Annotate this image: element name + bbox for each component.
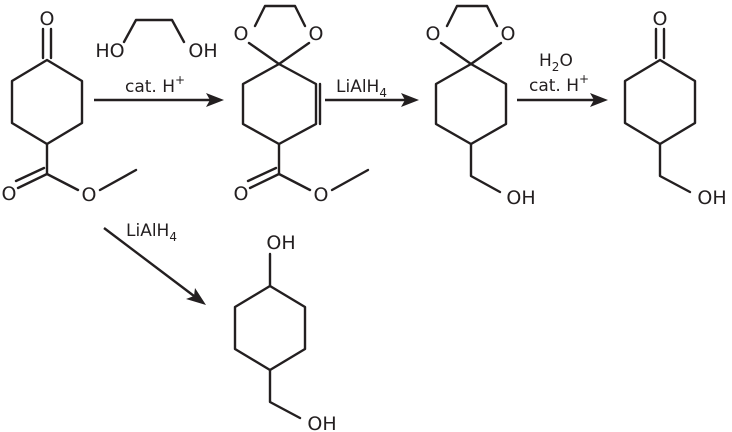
ketal-alcohol-hydroxyl: OH bbox=[506, 187, 535, 209]
dioxolane-ring-top-2 bbox=[445, 4, 499, 28]
ketal-ester-ring bbox=[241, 62, 318, 146]
cyclohexanol-hydroxymethyl-bonds bbox=[268, 368, 302, 420]
ketal-ester-carbonyl-oxygen: O bbox=[234, 183, 249, 205]
cyclohexanol-hydroxyl: OH bbox=[266, 232, 295, 254]
arrow-3-reagent-water: H2O bbox=[539, 51, 573, 74]
spiro-bonds bbox=[247, 41, 311, 66]
molecule-ethylene-glycol: HO OH bbox=[95, 18, 218, 62]
ester-ether-oxygen: O bbox=[82, 184, 97, 206]
ester-ether-bond bbox=[45, 172, 80, 192]
arrow-1-reagent: cat. H+ bbox=[125, 73, 185, 97]
arrow-3-reagent-acid: cat. H+ bbox=[529, 72, 589, 96]
glycol-hydroxyl-left: HO bbox=[95, 40, 124, 62]
ketone-double-bond bbox=[41, 27, 53, 60]
ketal-ester-ether-bond bbox=[277, 172, 312, 192]
ketone-oxygen: O bbox=[40, 8, 55, 30]
hydroxymethyl-bonds bbox=[469, 142, 502, 194]
glycol-backbone bbox=[122, 18, 186, 44]
molecule-ketal-alcohol: O O OH bbox=[426, 4, 536, 209]
cyclohexanone-hydroxymethyl-bonds bbox=[658, 142, 692, 194]
methyl-bond bbox=[98, 168, 138, 192]
ketal-alcohol-oxygen-right: O bbox=[501, 23, 516, 45]
cyclohexanol-hydroxymethyl-oxygen: OH bbox=[307, 413, 336, 432]
keto-ester-ring bbox=[10, 58, 84, 146]
ketal-alcohol-oxygen-left: O bbox=[426, 23, 441, 45]
cyclohexanone-ring bbox=[623, 58, 697, 146]
ester-carbonyl-oxygen: O bbox=[2, 183, 17, 205]
ketal-ester-carbonyl-double-bond bbox=[246, 166, 281, 190]
reaction-arrow-2 bbox=[325, 93, 419, 107]
branch-arrow-reagent: LiAlH4 bbox=[126, 221, 177, 244]
glycol-hydroxyl-right: OH bbox=[188, 40, 217, 62]
ketal-alcohol-ring bbox=[434, 62, 508, 146]
ketal-oxygen-left: O bbox=[234, 23, 249, 45]
ketal-ester-ether-oxygen: O bbox=[314, 184, 329, 206]
reaction-arrow-3 bbox=[517, 93, 608, 107]
reaction-arrow-branch bbox=[103, 227, 206, 305]
molecule-keto-ester: O O O bbox=[2, 8, 138, 206]
molecule-ketal-ester: O O O O bbox=[234, 4, 370, 206]
cyclohexanone-hydroxyl: OH bbox=[697, 187, 726, 209]
molecule-hydroxymethyl-cyclohexanone: O OH bbox=[623, 8, 727, 209]
reaction-arrow-1 bbox=[94, 93, 224, 107]
cyclohexanone-double-bond bbox=[654, 27, 666, 60]
ketal-oxygen-right: O bbox=[309, 23, 324, 45]
dioxolane-ring-top bbox=[253, 4, 307, 28]
ketal-methyl-bond bbox=[330, 168, 370, 192]
molecule-hydroxymethyl-cyclohexanol: OH OH bbox=[233, 232, 337, 432]
arrow-2-reagent: LiAlH4 bbox=[336, 77, 387, 100]
cyclohexanone-oxygen: O bbox=[653, 8, 668, 30]
ester-carbonyl-double-bond bbox=[14, 166, 49, 190]
spiro-bonds-2 bbox=[439, 41, 503, 66]
cyclohexanol-ring bbox=[233, 284, 307, 372]
